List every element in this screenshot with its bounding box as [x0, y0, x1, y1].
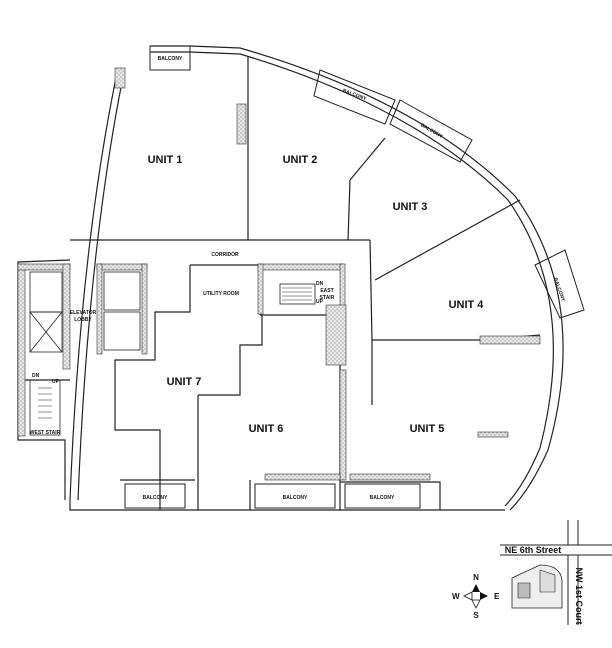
east-stair-up-label: UP	[316, 299, 324, 305]
west-stair-dn-label: DN	[32, 373, 40, 379]
unit-3-label: UNIT 3	[393, 201, 428, 213]
compass-south-arrow-icon	[471, 599, 481, 609]
east-stair-dn-label: DN	[316, 281, 324, 287]
elevator-shafts	[29, 271, 316, 436]
compass-w-label: W	[452, 592, 460, 601]
east-stair-label-line1: EAST	[320, 288, 333, 294]
balcony-label-6: BALCONY	[283, 495, 308, 501]
compass-west-arrow-icon	[463, 591, 473, 601]
compass-east-arrow-icon	[480, 592, 488, 600]
balcony-label-7: BALCONY	[370, 495, 395, 501]
compass-e-label: E	[494, 592, 500, 601]
location-key-map: NE 6th Street NW 1st Court	[500, 520, 612, 625]
street-ne-6th-label: NE 6th Street	[505, 545, 562, 555]
east-stair-label-line2: STAIR	[320, 295, 335, 301]
compass-n-label: N	[473, 573, 479, 582]
compass: N S E W	[452, 573, 500, 620]
unit-7-label: UNIT 7	[167, 376, 202, 388]
utility-room-label: UTILITY ROOM	[203, 291, 239, 297]
unit-1-label: UNIT 1	[148, 154, 183, 166]
unit-6-label: UNIT 6	[249, 423, 284, 435]
key-highlighted-area	[517, 582, 531, 599]
elevator-lobby-label-line2: LOBBY	[74, 317, 92, 323]
west-stair-label: WEST STAIR	[30, 430, 61, 436]
balcony-label-2: BALCONY	[342, 88, 368, 102]
compass-s-label: S	[473, 611, 479, 620]
unit-5-label: UNIT 5	[410, 423, 445, 435]
balcony-label-3: BALCONY	[419, 122, 444, 140]
west-stair-up-label: UP	[52, 379, 60, 385]
unit-2-label: UNIT 2	[283, 154, 318, 166]
street-nw-1st-court-label: NW 1st Court	[574, 568, 584, 625]
balcony-label-1: BALCONY	[158, 56, 183, 62]
unit-4-label: UNIT 4	[449, 299, 485, 311]
corridor-label: CORRIDOR	[211, 252, 239, 258]
balcony-label-5: BALCONY	[143, 495, 168, 501]
balconies	[124, 45, 585, 509]
structural-walls	[17, 67, 541, 481]
compass-north-arrow-icon	[472, 584, 480, 592]
stair-treads	[38, 287, 312, 419]
elevator-lobby-label-line1: ELEVATOR	[70, 310, 97, 316]
